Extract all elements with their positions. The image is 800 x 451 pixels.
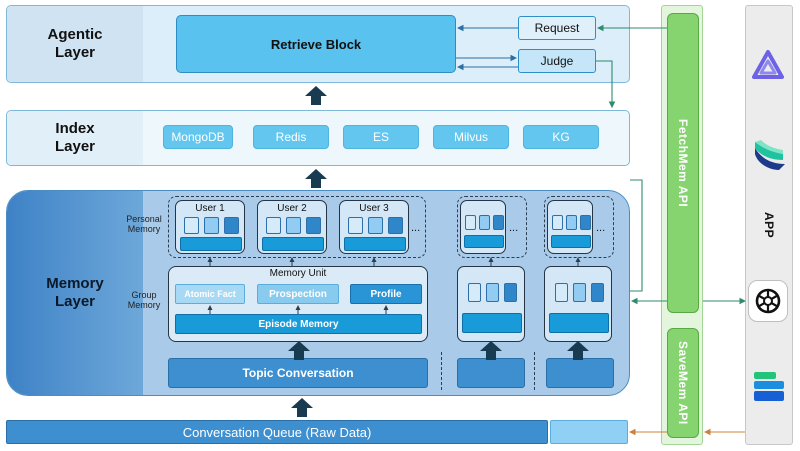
judge-to-index-line: [596, 60, 616, 109]
conversation-queue-tail[interactable]: [550, 420, 628, 444]
arrow-index-to-agentic: [305, 86, 327, 105]
group-2-user-slot-2: [479, 215, 490, 230]
arrow-memory-to-index: [305, 169, 327, 188]
user-3-bar: [344, 237, 406, 251]
group-2-unit-slot-3: [504, 283, 517, 302]
user-3-slot-2: [368, 217, 383, 234]
group-3-unit-card[interactable]: [544, 266, 612, 342]
arrow-topic-3: [567, 341, 589, 360]
group-2-unit-card[interactable]: [457, 266, 525, 342]
memory-layer-left-panel: [7, 191, 143, 395]
user-3-label: User 3: [359, 203, 389, 214]
user-2-slot-2: [286, 217, 301, 234]
user-1-slot-3: [224, 217, 239, 234]
user-2-label: User 2: [277, 203, 307, 214]
group-3-unit-slot-1: [555, 283, 568, 302]
user-card-2[interactable]: User 2: [257, 200, 327, 254]
user-ellipsis: ...: [411, 222, 421, 234]
episode-memory-box[interactable]: Episode Memory: [175, 314, 422, 334]
group-3-unit-bar: [549, 313, 609, 333]
arrow-queue-to-topic: [291, 398, 313, 417]
personal-memory-label: Personal Memory: [126, 214, 162, 235]
atomic-fact-box[interactable]: Atomic Fact: [175, 284, 245, 304]
agentic-layer-title: Agentic Layer: [47, 26, 103, 61]
agentic-layer-left-panel: [7, 6, 143, 82]
user-card-3[interactable]: User 3: [339, 200, 409, 254]
db-redis[interactable]: Redis: [253, 125, 329, 149]
user-1-label: User 1: [195, 203, 225, 214]
profile-box[interactable]: Profile: [350, 284, 422, 304]
user-1-slot-2: [204, 217, 219, 234]
conversation-queue[interactable]: Conversation Queue (Raw Data): [6, 420, 548, 444]
group-2-user-slot-1: [465, 215, 476, 230]
user-2-bar: [262, 237, 324, 251]
retrieve-block[interactable]: Retrieve Block: [176, 15, 456, 73]
fetchmem-api-label: FetchMem API: [676, 118, 690, 208]
index-layer-title: Index Layer: [54, 120, 96, 155]
user-1-slot-1: [184, 217, 199, 234]
memory-unit-title: Memory Unit: [269, 268, 327, 279]
group-3-unit-slot-2: [573, 283, 586, 302]
memory-layer-title: Memory Layer: [46, 275, 104, 310]
group-2-ellipsis: ...: [509, 222, 519, 234]
group-divider-1: [441, 352, 442, 390]
openai-logo-icon[interactable]: [748, 280, 788, 322]
memory-to-fetch-line: [630, 179, 643, 292]
group-2-unit-slot-2: [486, 283, 499, 302]
group-memory-label: Group Memory: [127, 290, 161, 311]
group-2-user-card[interactable]: [460, 200, 506, 254]
db-kg[interactable]: KG: [523, 125, 599, 149]
db-milvus[interactable]: Milvus: [433, 125, 509, 149]
group-3-unit-slot-3: [591, 283, 604, 302]
savemem-api[interactable]: SaveMem API: [667, 328, 699, 438]
user-3-slot-1: [348, 217, 363, 234]
group-2-user-slot-3: [493, 215, 504, 230]
fetchmem-api[interactable]: FetchMem API: [667, 13, 699, 313]
stacked-layers-icon[interactable]: [752, 370, 786, 404]
group-2-user-bar: [464, 235, 504, 248]
user-3-slot-3: [388, 217, 403, 234]
user-2-slot-3: [306, 217, 321, 234]
app-label: APP: [762, 211, 776, 239]
judge-box[interactable]: Judge: [518, 49, 596, 73]
group-3-user-slot-3: [580, 215, 591, 230]
group-divider-2: [534, 352, 535, 390]
personal-memory-group: [168, 196, 426, 258]
triangle-logo-icon[interactable]: [750, 48, 786, 84]
group-3-user-slot-1: [552, 215, 563, 230]
arrow-topic-to-episode: [288, 341, 310, 360]
group-3-ellipsis: ...: [596, 222, 606, 234]
index-layer-left-panel: [7, 111, 143, 165]
savemem-api-label: SaveMem API: [676, 341, 690, 425]
user-2-slot-1: [266, 217, 281, 234]
judge-label: Judge: [540, 54, 574, 68]
db-es[interactable]: ES: [343, 125, 419, 149]
group-2-unit-bar: [462, 313, 522, 333]
db-mongodb[interactable]: MongoDB: [163, 125, 233, 149]
user-1-bar: [180, 237, 242, 251]
feather-logo-icon[interactable]: [749, 134, 789, 172]
request-label: Request: [534, 21, 580, 35]
user-card-1[interactable]: User 1: [175, 200, 245, 254]
group-3-user-bar: [551, 235, 591, 248]
retrieve-block-label: Retrieve Block: [270, 36, 362, 52]
group-2-unit-slot-1: [468, 283, 481, 302]
arrow-topic-2: [480, 341, 502, 360]
group-3-user-slot-2: [566, 215, 577, 230]
group-3-user-card[interactable]: [547, 200, 593, 254]
request-box[interactable]: Request: [518, 16, 596, 40]
prospection-box[interactable]: Prospection: [257, 284, 339, 304]
